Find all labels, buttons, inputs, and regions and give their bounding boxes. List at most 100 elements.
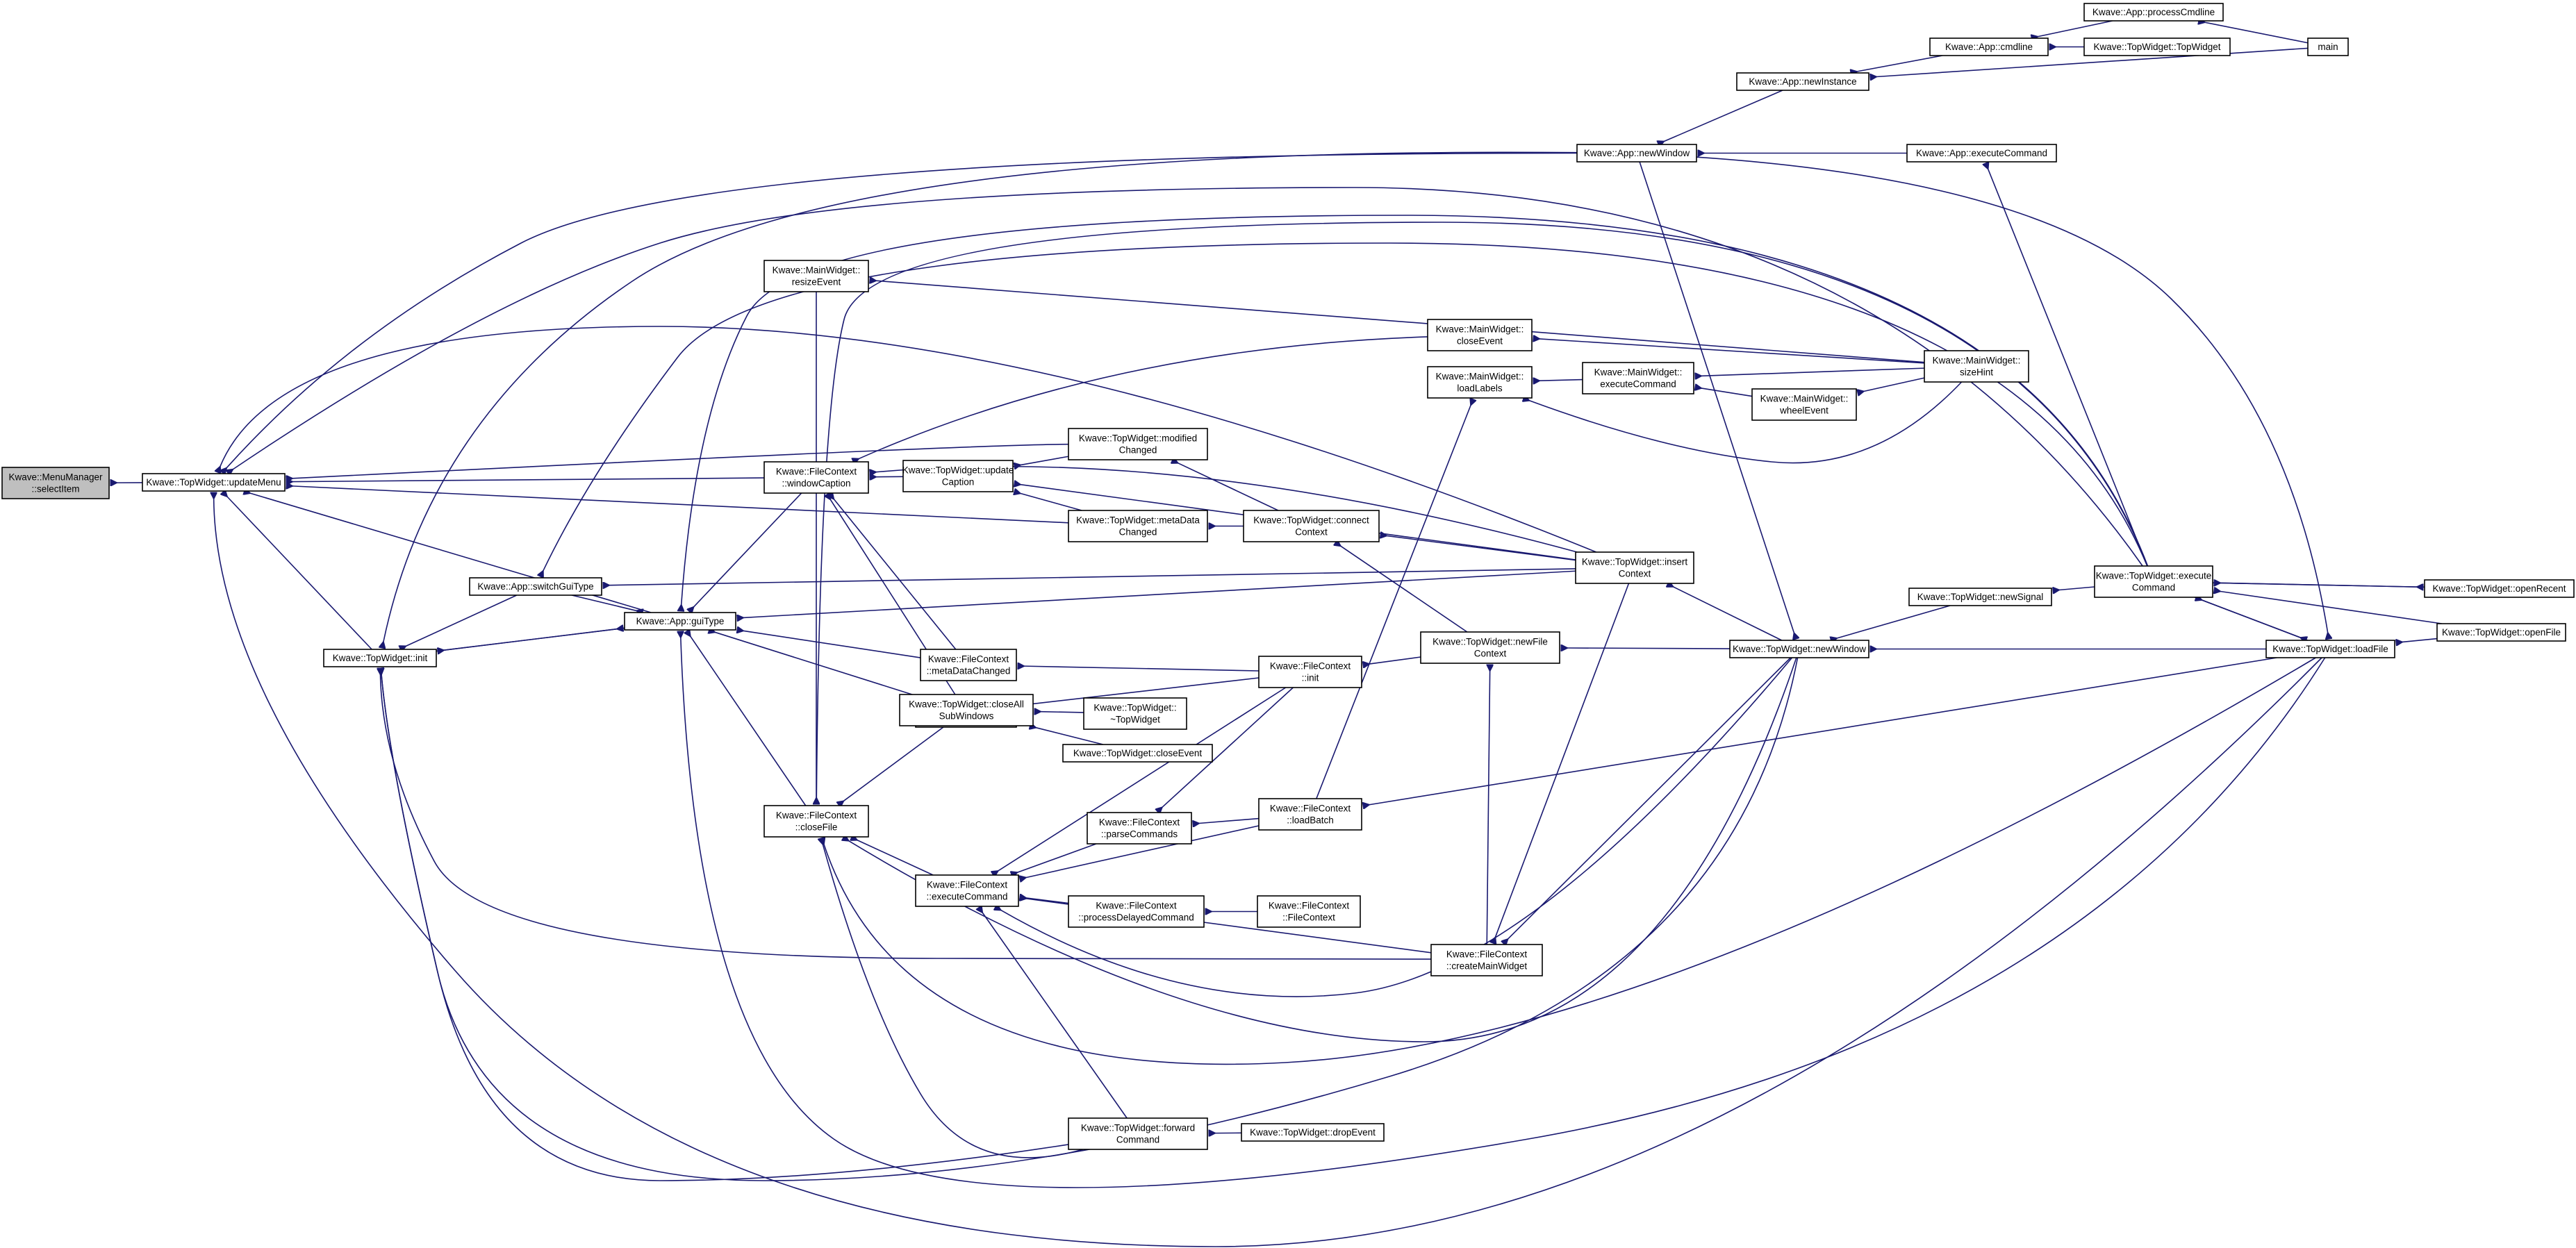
- node-parseCommands[interactable]: Kwave::FileContext::parseCommands: [1087, 812, 1192, 845]
- node-box: [1087, 812, 1192, 845]
- node-label: Changed: [1119, 527, 1157, 538]
- node-init[interactable]: Kwave::TopWidget::init: [323, 649, 437, 667]
- edge-forwardCommand-to-executeCommandFC: [982, 913, 1128, 1119]
- edge-windowCaption-to-updateMenu: [292, 477, 765, 481]
- edge-executeCommandTW-to-closeFile: [816, 222, 2149, 798]
- edge-newWindowTW-to-closeFile: [849, 657, 1797, 1042]
- node-label: Kwave::TopWidget::loadFile: [2272, 644, 2388, 654]
- node-ctorTW[interactable]: Kwave::TopWidget::TopWidget: [2083, 38, 2231, 56]
- node-closeFile[interactable]: Kwave::FileContext::closeFile: [763, 805, 869, 838]
- node-box: [2094, 565, 2213, 598]
- node-label: Kwave::TopWidget::openFile: [2442, 627, 2561, 638]
- node-metaDataChangedTW[interactable]: Kwave::TopWidget::metaDataChanged: [1068, 510, 1208, 542]
- node-box: [1241, 1123, 1385, 1142]
- edge-initFC-to-executeCommandFC: [998, 687, 1287, 871]
- node-box: [899, 694, 1034, 726]
- edge-closeEventMW-to-windowCaption: [859, 336, 1428, 459]
- node-box: [624, 612, 736, 631]
- edge-newWindowApp-to-updateMenu: [226, 152, 1578, 467]
- node-label: Kwave::TopWidget::modified: [1079, 433, 1197, 444]
- node-label: Kwave::MainWidget::: [1594, 367, 1683, 378]
- node-box: [1420, 631, 1560, 664]
- edge-initFC-to-metaDataChangedFC: [1024, 666, 1260, 672]
- node-newSignal[interactable]: Kwave::TopWidget::newSignal: [1908, 588, 2052, 606]
- node-windowCaption[interactable]: Kwave::FileContext::windowCaption: [763, 461, 869, 494]
- node-selectItem[interactable]: Kwave::MenuManager::selectItem: [1, 467, 110, 499]
- node-label: Kwave::TopWidget::newFile: [1433, 637, 1548, 647]
- edge-executeCommandMW-to-loadLabels: [1539, 380, 1583, 381]
- edge-insertContext-to-switchGuiType: [609, 568, 1576, 585]
- node-label: Kwave::FileContext: [1270, 661, 1351, 672]
- edge-insertContext-to-createMainWidget: [1495, 583, 1630, 938]
- node-label: Kwave::TopWidget::dropEvent: [1250, 1127, 1376, 1138]
- node-closeEventMW[interactable]: Kwave::MainWidget::closeEvent: [1427, 319, 1533, 351]
- edge-sizeHint-to-loadLabels: [1529, 381, 1963, 464]
- node-box: [1427, 319, 1533, 351]
- node-newWindowApp[interactable]: Kwave::App::newWindow: [1576, 144, 1697, 163]
- node-label: Command: [1116, 1135, 1159, 1145]
- node-label: resizeEvent: [792, 277, 841, 288]
- node-cmdline[interactable]: Kwave::App::cmdline: [1929, 38, 2049, 56]
- node-processCmdline[interactable]: Kwave::App::processCmdline: [2083, 3, 2224, 22]
- node-executeCommandMW[interactable]: Kwave::MainWidget::executeCommand: [1582, 362, 1694, 394]
- node-label: Kwave::TopWidget::update: [902, 465, 1014, 476]
- node-sizeHint[interactable]: Kwave::MainWidget::sizeHint: [1924, 350, 2029, 383]
- node-updateMenu[interactable]: Kwave::TopWidget::updateMenu: [142, 473, 286, 492]
- node-executeCommandApp[interactable]: Kwave::App::executeCommand: [1906, 144, 2057, 163]
- node-label: ::loadBatch: [1287, 815, 1334, 826]
- node-switchGuiType[interactable]: Kwave::App::switchGuiType: [469, 577, 602, 596]
- node-label: Kwave::MainWidget::: [1933, 356, 2021, 366]
- edge-closeEventTW-to-closeAllSubWindows: [1036, 728, 1103, 745]
- edge-modifiedChangedTW-to-updateMenu: [292, 443, 1069, 479]
- node-newInstance[interactable]: Kwave::App::newInstance: [1736, 72, 1869, 91]
- node-label: Context: [1474, 649, 1507, 659]
- node-resizeEvent[interactable]: Kwave::MainWidget::resizeEvent: [763, 260, 869, 292]
- node-dropEvent[interactable]: Kwave::TopWidget::dropEvent: [1241, 1123, 1385, 1142]
- node-executeCommandTW[interactable]: Kwave::TopWidget::executeCommand: [2094, 565, 2213, 598]
- node-box: [1, 467, 110, 499]
- node-loadLabels[interactable]: Kwave::MainWidget::loadLabels: [1427, 366, 1533, 399]
- node-label: Kwave::FileContext: [1099, 817, 1180, 828]
- node-main[interactable]: main: [2307, 38, 2349, 56]
- node-loadFile[interactable]: Kwave::TopWidget::loadFile: [2265, 640, 2395, 658]
- edge-newWindowTW-to-executeCommandFC: [1001, 657, 1793, 997]
- node-guiType[interactable]: Kwave::App::guiType: [624, 612, 736, 631]
- node-wheelEvent[interactable]: Kwave::MainWidget::wheelEvent: [1751, 388, 1857, 421]
- node-initFC[interactable]: Kwave::FileContext::init: [1258, 656, 1362, 688]
- node-executeCommandFC[interactable]: Kwave::FileContext::executeCommand: [915, 874, 1019, 907]
- edge-wheelEvent-to-executeCommandMW: [1701, 388, 1753, 397]
- node-label: Kwave::TopWidget::forward: [1081, 1123, 1195, 1133]
- node-openRecent[interactable]: Kwave::TopWidget::openRecent: [2424, 579, 2575, 598]
- node-createMainWidget[interactable]: Kwave::FileContext::createMainWidget: [1430, 944, 1543, 976]
- node-box: [1729, 640, 1869, 658]
- edge-loadFile-to-updateMenu: [214, 499, 2322, 1247]
- node-label: Kwave::TopWidget::newSignal: [1917, 592, 2044, 602]
- edge-insertContext-to-guiType: [743, 570, 1576, 617]
- node-box: [1582, 362, 1694, 394]
- node-label: ::createMainWidget: [1446, 961, 1528, 972]
- node-ctorFC[interactable]: Kwave::FileContext::FileContext: [1257, 895, 1361, 928]
- node-newWindowTW[interactable]: Kwave::TopWidget::newWindow: [1729, 640, 1869, 658]
- node-label: closeEvent: [1457, 336, 1503, 347]
- node-metaDataChangedFC[interactable]: Kwave::FileContext::metaDataChanged: [920, 649, 1017, 681]
- edge-loadBatch-to-parseCommands: [1199, 817, 1260, 824]
- node-processDelayed[interactable]: Kwave::FileContext::processDelayedComman…: [1068, 895, 1205, 928]
- node-closeEventTW[interactable]: Kwave::TopWidget::closeEvent: [1062, 744, 1213, 763]
- edge-newWindowTW-to-newFileContext: [1567, 648, 1731, 649]
- node-box: [323, 649, 437, 667]
- node-box: [1906, 144, 2057, 163]
- node-openFile[interactable]: Kwave::TopWidget::openFile: [2436, 623, 2566, 642]
- node-label: Kwave::MainWidget::: [1436, 372, 1524, 382]
- node-destructorTW[interactable]: Kwave::TopWidget::~TopWidget: [1083, 697, 1187, 730]
- edge-init-to-updateMenu: [227, 497, 372, 650]
- node-loadBatch[interactable]: Kwave::FileContext::loadBatch: [1258, 798, 1362, 831]
- edge-destructorTW-to-closeAllSubWindows: [1041, 712, 1084, 713]
